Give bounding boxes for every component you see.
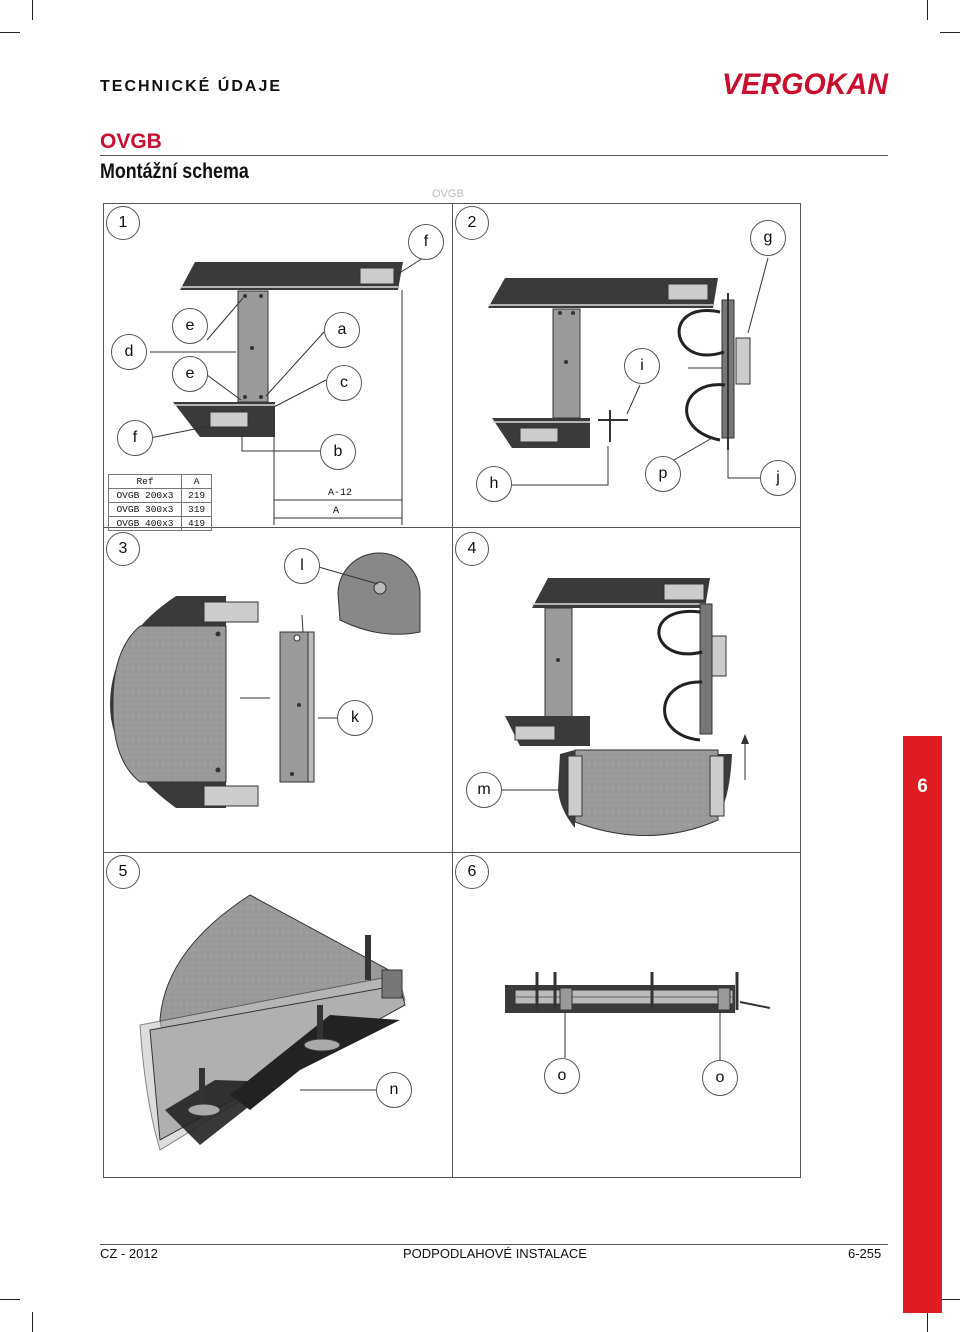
callout-f: f: [408, 224, 444, 260]
callout-n: n: [376, 1072, 412, 1108]
callout-a: a: [324, 312, 360, 348]
chapter-number: 6: [917, 776, 928, 797]
table-row: OVGB 400x3 419: [108, 516, 213, 531]
table-cell: 319: [180, 502, 213, 517]
page-number: 6-255: [848, 1246, 882, 1261]
divider: [100, 155, 888, 156]
crop-mark: [940, 32, 960, 33]
callout-e: e: [172, 308, 208, 344]
callout-m: m: [466, 772, 502, 808]
crop-mark: [940, 1299, 960, 1300]
callout-o: o: [702, 1060, 738, 1096]
callout-c: c: [326, 365, 362, 401]
callout-i: i: [624, 348, 660, 384]
callout-p: p: [645, 456, 681, 492]
footer-divider: [100, 1244, 888, 1245]
callout-l: l: [284, 548, 320, 584]
callout-f: f: [117, 420, 153, 456]
panel-number: 3: [106, 532, 140, 566]
bracket: [359, 267, 395, 285]
panel-5-drawing: [139, 894, 406, 1151]
table-cell: OVGB 400x3: [108, 516, 182, 531]
callout-k: k: [337, 700, 373, 736]
grid-line: [452, 203, 453, 1178]
grid-line: [103, 527, 801, 528]
callout-b: b: [320, 434, 356, 470]
brand-text: VERGOKAN: [722, 68, 889, 100]
crop-mark: [32, 1312, 33, 1332]
panel-6-drawing: [505, 972, 771, 1062]
footer-center: PODPODLAHOVÉ INSTALACE: [403, 1246, 587, 1261]
callout-g: g: [750, 220, 786, 256]
brand-logo: VERGOKAN: [722, 68, 889, 100]
crop-mark: [0, 32, 20, 33]
page-subtitle: Montážní schema: [100, 160, 249, 183]
grid-line: [103, 852, 801, 853]
panel-number: 5: [106, 855, 140, 889]
faded-label: OVGB: [432, 188, 464, 200]
table-header: Ref: [108, 474, 182, 489]
crop-mark: [0, 1299, 20, 1300]
crop-mark: [927, 1312, 928, 1332]
panel-1-drawing: [149, 257, 424, 525]
callout-j: j: [760, 460, 796, 496]
crop-mark: [32, 0, 33, 20]
product-model: OVGB: [100, 130, 162, 153]
panel-number: 1: [106, 206, 140, 240]
panel-number: 4: [455, 532, 489, 566]
panel-2-drawing: [488, 257, 769, 486]
table-header-row: Ref A: [108, 474, 213, 489]
table-row: OVGB 300x3 319: [108, 502, 213, 517]
panel-3-drawing: [110, 552, 421, 808]
panel-number: 2: [455, 206, 489, 240]
callout-e: e: [172, 356, 208, 392]
table-cell: OVGB 300x3: [108, 502, 182, 517]
table-cell: OVGB 200x3: [108, 488, 182, 503]
dimension-label: A-12: [328, 488, 353, 499]
top-profile: [488, 278, 718, 308]
footer-left: CZ - 2012: [100, 1246, 158, 1261]
callout-o: o: [544, 1058, 580, 1094]
crop-mark: [927, 0, 928, 20]
callout-h: h: [476, 466, 512, 502]
chapter-tab: 6: [903, 736, 942, 1313]
panel-4-drawing: [500, 578, 749, 836]
reference-table: Ref A OVGB 200x3 219 OVGB 300x3 319 OVGB…: [108, 474, 213, 531]
top-profile: [180, 262, 403, 290]
callout-d: d: [111, 334, 147, 370]
table-row: OVGB 200x3 219: [108, 488, 213, 503]
table-cell: 419: [180, 516, 213, 531]
dimension-label: A: [333, 506, 340, 517]
table-header: A: [180, 474, 213, 489]
panel-number: 6: [455, 855, 489, 889]
table-cell: 219: [180, 488, 213, 503]
section-title: TECHNICKÉ ÚDAJE: [100, 78, 283, 95]
